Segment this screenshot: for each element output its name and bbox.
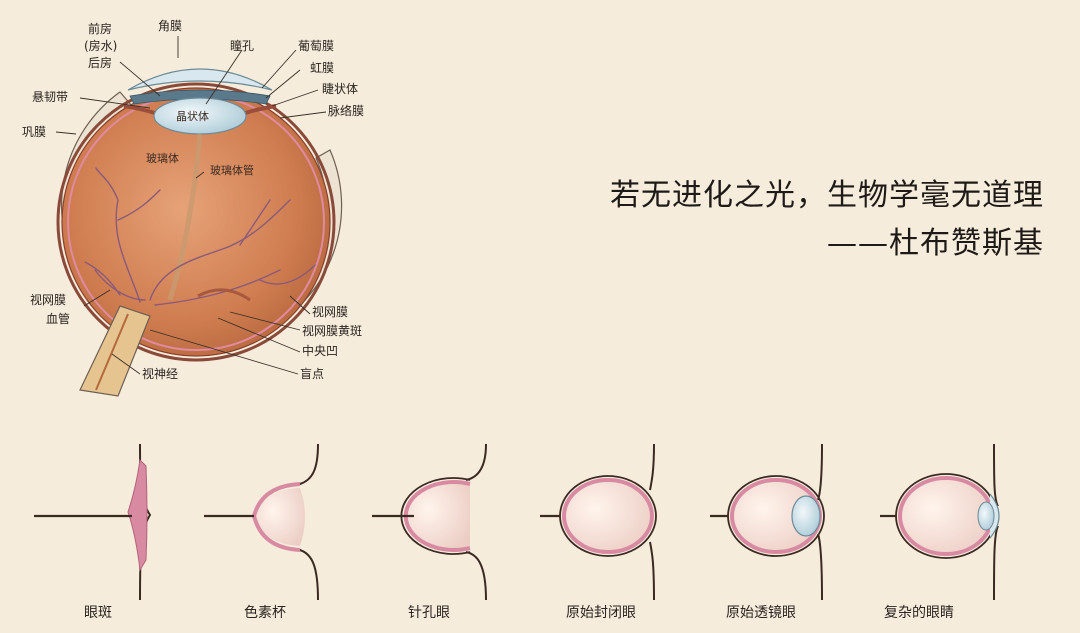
label-cornea: 角膜	[158, 19, 182, 33]
label-uvea: 葡萄膜	[298, 39, 334, 53]
quote-attribution: ——杜布赞斯基	[827, 218, 1044, 262]
stage-closed-eye	[540, 444, 656, 600]
label-zonule: 悬韧带	[32, 90, 68, 104]
label-fovea: 中央凹	[302, 343, 338, 358]
label-macula: 视网膜黄斑	[302, 323, 362, 338]
label-sclera: 巩膜	[22, 125, 46, 139]
label-optic-nerve: 视神经	[142, 366, 178, 381]
label-aqueous: (房水)	[84, 38, 117, 53]
label-ciliary-body: 睫状体	[322, 82, 358, 96]
optic-nerve-shape	[80, 306, 150, 396]
stage-pigment-cup	[204, 444, 318, 600]
stage-label-eyespot: 眼斑	[84, 605, 112, 621]
stage-label-lens-eye: 原始透镜眼	[726, 605, 796, 621]
label-blind-spot: 盲点	[300, 366, 324, 381]
label-hyaloid-canal: 玻璃体管	[210, 163, 254, 177]
stage-complex-eye	[880, 444, 999, 600]
label-retina: 视网膜	[312, 304, 348, 319]
evolution-stages	[34, 444, 999, 600]
label-posterior-chamber: 后房	[88, 55, 112, 70]
label-iris: 虹膜	[310, 61, 334, 75]
label-retinal-vessels-1: 视网膜	[30, 292, 66, 307]
stage-label-pigment-cup: 色素杯	[244, 604, 286, 621]
label-anterior-chamber: 前房	[88, 21, 112, 36]
quote-text: 若无进化之光，生物学毫无道理	[610, 170, 1044, 214]
label-retinal-vessels-2: 血管	[46, 311, 70, 326]
stage-lens-eye	[710, 444, 824, 600]
label-choroid: 脉络膜	[328, 103, 364, 118]
label-lens: 晶状体	[176, 109, 209, 123]
label-vitreous: 玻璃体	[146, 151, 179, 165]
stage-label-complex-eye: 复杂的眼睛	[884, 604, 954, 621]
stage-eyespot	[34, 444, 150, 600]
stage-labels: 眼斑 色素杯 针孔眼 原始封闭眼 原始透镜眼 复杂的眼睛	[84, 604, 954, 621]
stage-label-pinhole-eye: 针孔眼	[408, 605, 450, 621]
stage-pinhole-eye	[372, 444, 486, 600]
stage-label-closed-eye: 原始封闭眼	[566, 605, 636, 621]
label-pupil: 瞳孔	[230, 38, 254, 53]
